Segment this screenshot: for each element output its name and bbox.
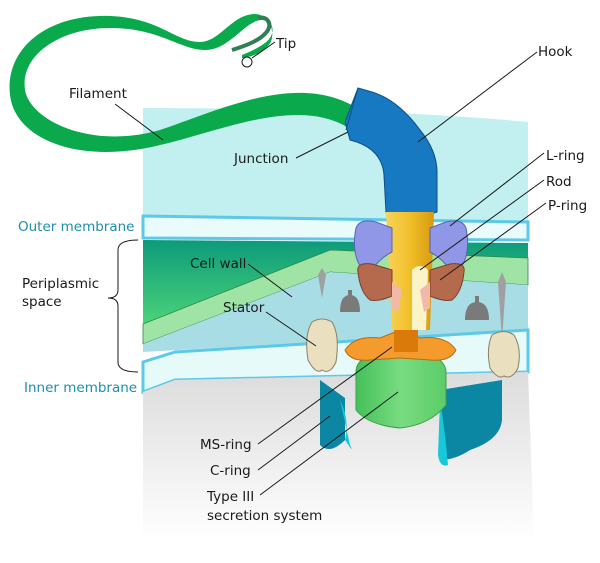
label-tip: Tip bbox=[275, 36, 296, 52]
leader-ms-ring bbox=[257, 346, 393, 445]
junction-seam bbox=[345, 87, 359, 131]
ms-ring-core bbox=[394, 330, 418, 352]
filament-body bbox=[9, 14, 361, 152]
leader-stator bbox=[265, 311, 317, 347]
filament-tip bbox=[231, 15, 272, 52]
leader-rod bbox=[419, 179, 545, 271]
label-hook: Hook bbox=[538, 44, 573, 60]
motor-proteins bbox=[340, 290, 489, 320]
label-periplasmic-2: space bbox=[22, 294, 62, 310]
c-ring bbox=[320, 380, 502, 466]
leader-tip bbox=[251, 41, 276, 59]
leader-cell-wall bbox=[247, 263, 293, 298]
label-l-ring: L-ring bbox=[546, 148, 585, 164]
leader-hook bbox=[417, 51, 538, 143]
labels: Tip Filament Hook Junction L-ring Rod P-… bbox=[18, 36, 587, 524]
leader-junction bbox=[295, 131, 349, 159]
leader-p-ring bbox=[439, 202, 547, 281]
cell-wall-dark bbox=[143, 240, 528, 324]
label-ms-ring: MS-ring bbox=[200, 437, 252, 453]
label-p-ring: P-ring bbox=[548, 198, 587, 214]
label-outer-membrane: Outer membrane bbox=[18, 219, 134, 235]
leader-c-ring bbox=[257, 415, 331, 471]
rod-inner bbox=[412, 266, 428, 330]
label-type3-2: secretion system bbox=[207, 508, 322, 524]
type3-secretion-system bbox=[355, 349, 447, 429]
tip-marker bbox=[241, 56, 253, 68]
label-stator: Stator bbox=[223, 300, 265, 316]
l-ring bbox=[353, 220, 469, 271]
filament bbox=[9, 14, 361, 152]
label-type3-1: Type III bbox=[206, 489, 254, 505]
label-c-ring: C-ring bbox=[210, 463, 251, 479]
p-ring bbox=[357, 263, 465, 301]
leader-type3 bbox=[259, 391, 399, 496]
label-cell-wall: Cell wall bbox=[190, 256, 246, 272]
label-inner-membrane: Inner membrane bbox=[24, 380, 137, 396]
leader-lines bbox=[114, 41, 547, 496]
leader-filament bbox=[114, 103, 164, 141]
label-junction: Junction bbox=[233, 151, 288, 167]
label-filament: Filament bbox=[69, 86, 127, 102]
outer-membrane bbox=[141, 214, 530, 242]
hook bbox=[344, 87, 438, 218]
leader-l-ring bbox=[449, 152, 545, 227]
stator-right bbox=[487, 272, 520, 378]
cell-envelope bbox=[141, 108, 534, 540]
stator-left bbox=[306, 268, 338, 372]
periplasmic-brace bbox=[107, 239, 139, 373]
label-periplasmic-1: Periplasmic bbox=[22, 276, 99, 292]
label-rod: Rod bbox=[546, 174, 572, 190]
p-ring-inner bbox=[392, 282, 430, 312]
